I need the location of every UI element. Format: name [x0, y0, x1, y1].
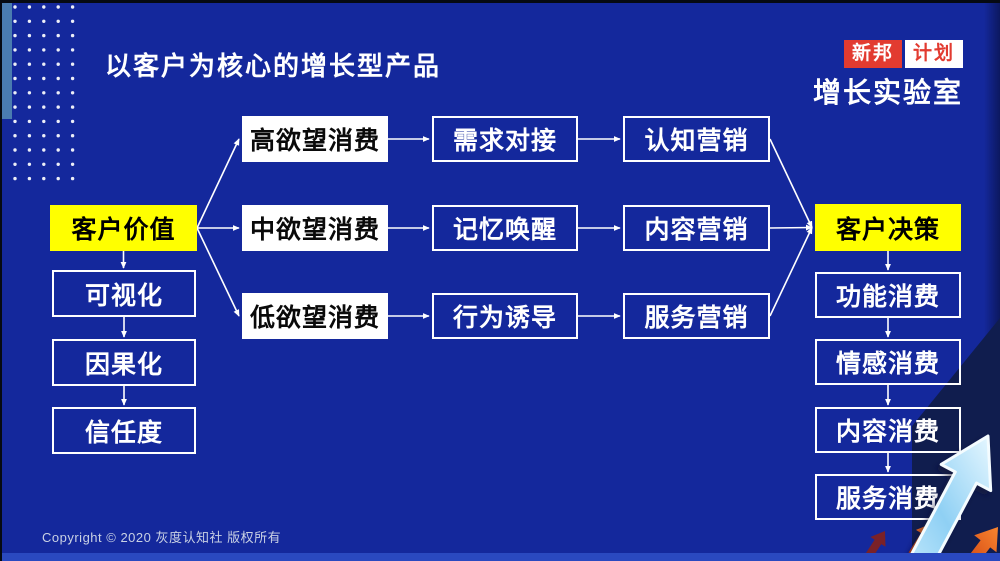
node-label: 记忆唤醒 — [452, 216, 557, 244]
node-label: 客户价值 — [71, 216, 176, 244]
node-label: 内容消费 — [835, 418, 940, 446]
node-function-consumption: 功能消费 — [815, 272, 961, 318]
node-service-consumption: 服务消费 — [815, 474, 961, 520]
node-high-desire: 高欲望消费 — [242, 116, 388, 162]
frame-top-edge — [0, 0, 1000, 3]
node-causality: 因果化 — [52, 339, 196, 386]
node-label: 高欲望消费 — [249, 127, 380, 155]
node-label: 内容营销 — [644, 216, 749, 244]
node-label: 认知营销 — [644, 127, 749, 155]
node-service-marketing: 服务营销 — [623, 293, 770, 339]
node-label: 服务营销 — [644, 304, 749, 332]
node-label: 中欲望消费 — [249, 216, 380, 244]
node-emotion-consumption: 情感消费 — [815, 339, 961, 385]
copyright-text: Copyright © 2020 灰度认知社 版权所有 — [42, 530, 282, 545]
node-mid-desire: 中欲望消费 — [242, 205, 388, 251]
brand-logo: 新邦 计划 增长实验室 — [813, 40, 963, 111]
node-memory-recall: 记忆唤醒 — [432, 205, 578, 251]
logo-badge-secondary: 计划 — [904, 40, 963, 68]
logo-name: 增长实验室 — [813, 77, 964, 108]
node-label: 情感消费 — [835, 350, 940, 378]
node-label: 低欲望消费 — [249, 304, 380, 332]
node-label: 信任度 — [84, 418, 163, 447]
node-label: 服务消费 — [835, 485, 940, 513]
node-content-consumption: 内容消费 — [815, 407, 961, 453]
node-label: 功能消费 — [835, 283, 940, 311]
node-visualization: 可视化 — [52, 270, 196, 317]
node-customer-decision: 客户决策 — [815, 204, 961, 251]
node-low-desire: 低欲望消费 — [242, 293, 388, 339]
bottom-accent-bar — [0, 553, 1000, 561]
page-title: 以客户为核心的增长型产品 — [105, 51, 442, 81]
node-label: 需求对接 — [452, 127, 557, 155]
node-label: 行为诱导 — [452, 304, 557, 332]
node-customer-value: 客户价值 — [50, 205, 197, 251]
logo-badge-primary: 新邦 — [843, 40, 902, 68]
left-accent-bar — [2, 3, 12, 119]
logo-badges: 新邦 计划 — [813, 40, 963, 68]
frame-left-edge — [0, 0, 2, 561]
node-trust: 信任度 — [52, 407, 196, 454]
node-label: 客户决策 — [835, 215, 940, 244]
node-label: 因果化 — [84, 350, 163, 379]
node-label: 可视化 — [84, 281, 163, 310]
node-demand-match: 需求对接 — [432, 116, 578, 162]
node-content-marketing: 内容营销 — [623, 205, 770, 251]
node-behavior-guide: 行为诱导 — [432, 293, 578, 339]
node-cognitive-marketing: 认知营销 — [623, 116, 770, 162]
